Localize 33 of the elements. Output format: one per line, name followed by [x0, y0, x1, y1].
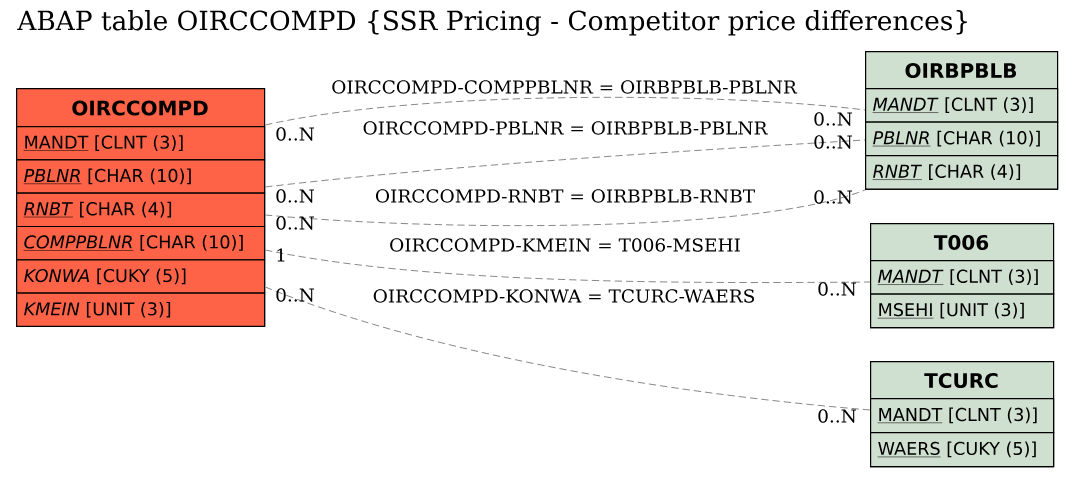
title: ABAP table OIRCCOMPD {SSR Pricing - Competitor price differences}: [17, 10, 967, 36]
edge-label: OIRCCOMPD-KMEIN = T006-MSEHI: [390, 238, 740, 252]
edge-label: OIRCCOMPD-PBLNR = OIRBPBLB-PBLNR: [363, 121, 768, 135]
relation-line: [264, 286, 871, 411]
cardinality-label: 0..N: [276, 127, 315, 141]
field-row: KONWA [CUKY (5)]: [16, 259, 266, 294]
cardinality-label: 0..N: [818, 282, 857, 296]
field-row: MSEHI [UNIT (3)]: [870, 293, 1055, 329]
field-row: MANDT [CLNT (3)]: [870, 260, 1055, 295]
edge-label: OIRCCOMPD-COMPPBLNR = OIRBPBLB-PBLNR: [332, 80, 798, 94]
cardinality-label: 0..N: [814, 190, 853, 204]
cardinality-label: 1: [277, 248, 285, 262]
cardinality-label: 0..N: [276, 216, 315, 230]
cardinality-label: 0..N: [818, 409, 857, 423]
field-row: RNBT [CHAR (4)]: [16, 192, 266, 228]
relation-line: [264, 189, 866, 227]
edge-label: OIRCCOMPD-RNBT = OIRBPBLB-RNBT: [375, 189, 755, 203]
cardinality-label: 0..N: [814, 112, 853, 126]
field-row: KMEIN [UNIT (3)]: [16, 292, 266, 327]
field-row: MANDT [CLNT (3)]: [870, 398, 1055, 434]
cardinality-label: 0..N: [276, 189, 315, 203]
field-row: COMPPBLNR [CHAR (10)]: [16, 225, 266, 261]
field-row: RNBT [CHAR (4)]: [865, 155, 1059, 190]
field-row: PBLNR [CHAR (10)]: [16, 159, 266, 194]
relation-line: [264, 96, 866, 126]
relation-line: [264, 249, 871, 284]
field-row: WAERS [CUKY (5)]: [870, 432, 1055, 468]
cardinality-label: 0..N: [276, 288, 315, 302]
edge-label: OIRCCOMPD-KONWA = TCURC-WAERS: [373, 289, 754, 303]
cardinality-label: 0..N: [814, 135, 853, 149]
field-row: PBLNR [CHAR (10)]: [865, 121, 1059, 157]
field-row: MANDT [CLNT (3)]: [865, 88, 1059, 123]
field-row: MANDT [CLNT (3)]: [16, 126, 266, 161]
